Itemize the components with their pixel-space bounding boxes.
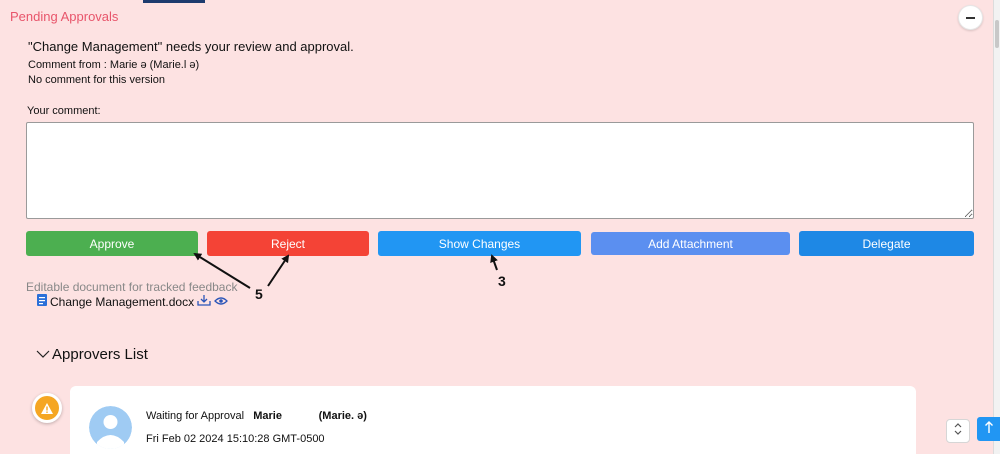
minus-icon [966,16,975,19]
scroll-to-top-button[interactable] [977,417,1000,441]
document-filename[interactable]: Change Management.docx [50,294,195,309]
approver-timestamp: Fri Feb 02 2024 15:10:28 GMT-0500 [146,433,325,445]
word-doc-icon [37,294,47,309]
add-attachment-button[interactable]: Add Attachment [591,232,790,255]
document-row: Change Management.docx [37,294,229,309]
approver-status: Waiting for Approval [146,410,245,422]
editable-document-label: Editable document for tracked feedback [26,280,238,294]
callout-label-5: 5 [255,286,263,302]
show-changes-button[interactable]: Show Changes [378,231,581,256]
collapse-button[interactable] [958,5,983,30]
approvers-list-heading: Approvers List [52,346,148,363]
panel-title: Pending Approvals [10,9,119,24]
approver-card [70,386,916,454]
chevron-up-down-icon [953,422,963,441]
approve-button[interactable]: Approve [26,231,198,256]
comment-textarea[interactable] [26,122,974,219]
your-comment-label: Your comment: [27,105,101,117]
scroll-stepper-button[interactable] [946,419,970,443]
page-scrollbar[interactable] [993,0,1000,454]
eye-icon[interactable] [214,295,229,309]
reject-button[interactable]: Reject [207,231,369,256]
active-tab-indicator [143,0,205,3]
chevron-down-icon [36,346,50,363]
arrow-up-icon [984,420,994,439]
download-icon[interactable] [197,294,211,309]
no-comment-text: No comment for this version [28,74,165,86]
page-scrollbar-thumb[interactable] [995,20,999,48]
approver-status-row: Waiting for Approval Marie (Marie. ə) [146,410,367,422]
warning-icon [32,393,62,423]
avatar [89,406,132,449]
approvers-list-toggle[interactable]: Approvers List [36,346,148,363]
comment-from: Comment from : Marie ə (Marie.l ə) [28,59,200,71]
callout-label-3: 3 [498,273,506,289]
approver-email: (Marie. ə) [318,410,367,422]
approver-name: Marie [253,410,282,422]
review-message: "Change Management" needs your review an… [28,39,354,54]
delegate-button[interactable]: Delegate [799,231,974,256]
